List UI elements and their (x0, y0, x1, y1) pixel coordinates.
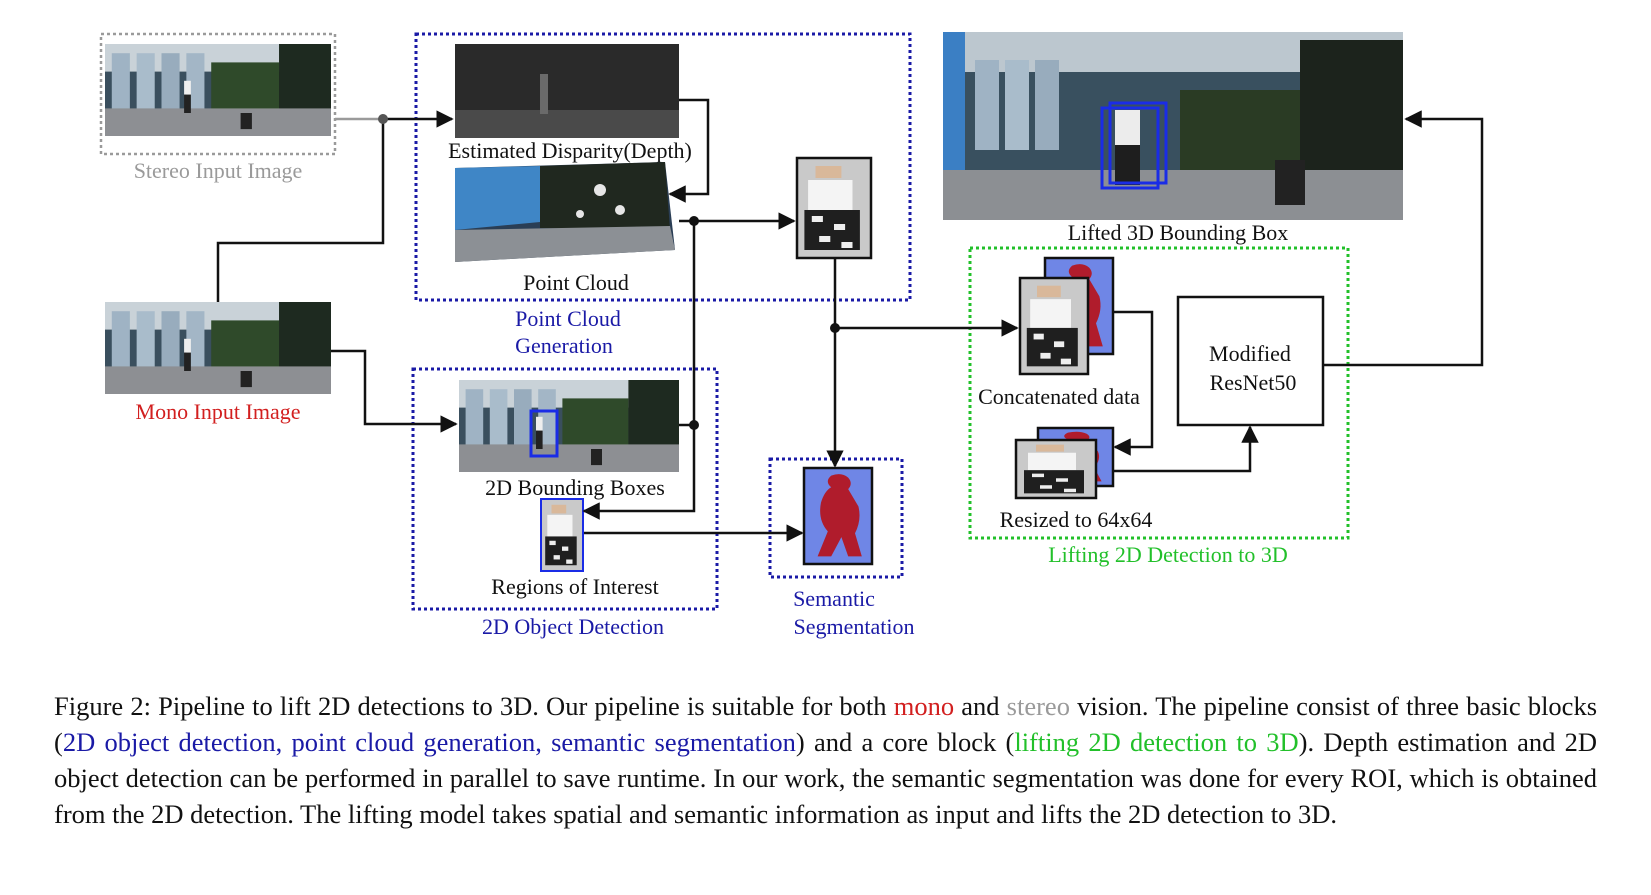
disparity-image (455, 44, 679, 138)
resnet-label-2: ResNet50 (1210, 370, 1297, 395)
caption-text-5: ). Depth estimation and 2D object detect… (54, 727, 1597, 829)
point-cloud-generation-title-1: Point Cloud (515, 306, 621, 331)
roi-label: Regions of Interest (491, 574, 658, 599)
stereo-input-label: Stereo Input Image (134, 158, 303, 183)
junction-dots (378, 114, 840, 430)
pipeline-diagram: Stereo Input Image Mono Input Image Esti… (99, 32, 1484, 639)
lifting-block (968, 246, 1350, 540)
segmentation-mask (802, 466, 874, 566)
resnet-box (1176, 295, 1325, 427)
point-cloud-generation-block (414, 32, 912, 302)
caption-text-3: vision. The pipeline consist of three ba… (54, 691, 1598, 757)
resnet-label-1: Modified (1209, 341, 1291, 366)
semantic-segmentation-title-2: Segmentation (794, 614, 915, 639)
caption-stereo: stereo (1006, 691, 1070, 721)
figure-caption: Figure 2: Pipeline to lift 2D detections… (54, 688, 1597, 832)
caption-mono: mono (893, 691, 955, 721)
bounding-boxes-image (459, 380, 679, 472)
stereo-input-image (99, 32, 337, 156)
connectors (216, 98, 1484, 542)
lifting-block-title: Lifting 2D Detection to 3D (1048, 542, 1288, 567)
disparity-label: Estimated Disparity(Depth) (448, 138, 692, 163)
concatenated-data-stack (1018, 256, 1115, 376)
resized-label: Resized to 64x64 (1000, 507, 1153, 532)
object-detection-block (411, 367, 719, 611)
lifted-3d-image (943, 32, 1403, 220)
concatenated-data-label: Concatenated data (978, 384, 1140, 409)
caption-text-4: ) and a core block ( (795, 727, 1015, 757)
point-cloud-image (455, 162, 675, 262)
resized-data-stack (1014, 426, 1115, 500)
mono-input-image (105, 302, 331, 394)
roi-image (540, 498, 584, 572)
bounding-boxes-label: 2D Bounding Boxes (485, 475, 665, 500)
mono-input-label: Mono Input Image (136, 399, 301, 424)
point-cloud-generation-title-2: Generation (515, 333, 613, 358)
point-cloud-label: Point Cloud (523, 270, 629, 295)
caption-text-2: and (954, 691, 1007, 721)
semantic-segmentation-title-1: Semantic (793, 586, 875, 611)
object-detection-title: 2D Object Detection (482, 614, 664, 639)
lifted-3d-label: Lifted 3D Bounding Box (1068, 220, 1289, 245)
caption-core-block: lifting 2D detection to 3D (1014, 727, 1299, 757)
caption-basic-blocks: 2D object detection, point cloud generat… (62, 727, 796, 757)
point-cloud-crop (795, 156, 873, 260)
caption-text-1: Figure 2: Pipeline to lift 2D detections… (54, 691, 894, 721)
